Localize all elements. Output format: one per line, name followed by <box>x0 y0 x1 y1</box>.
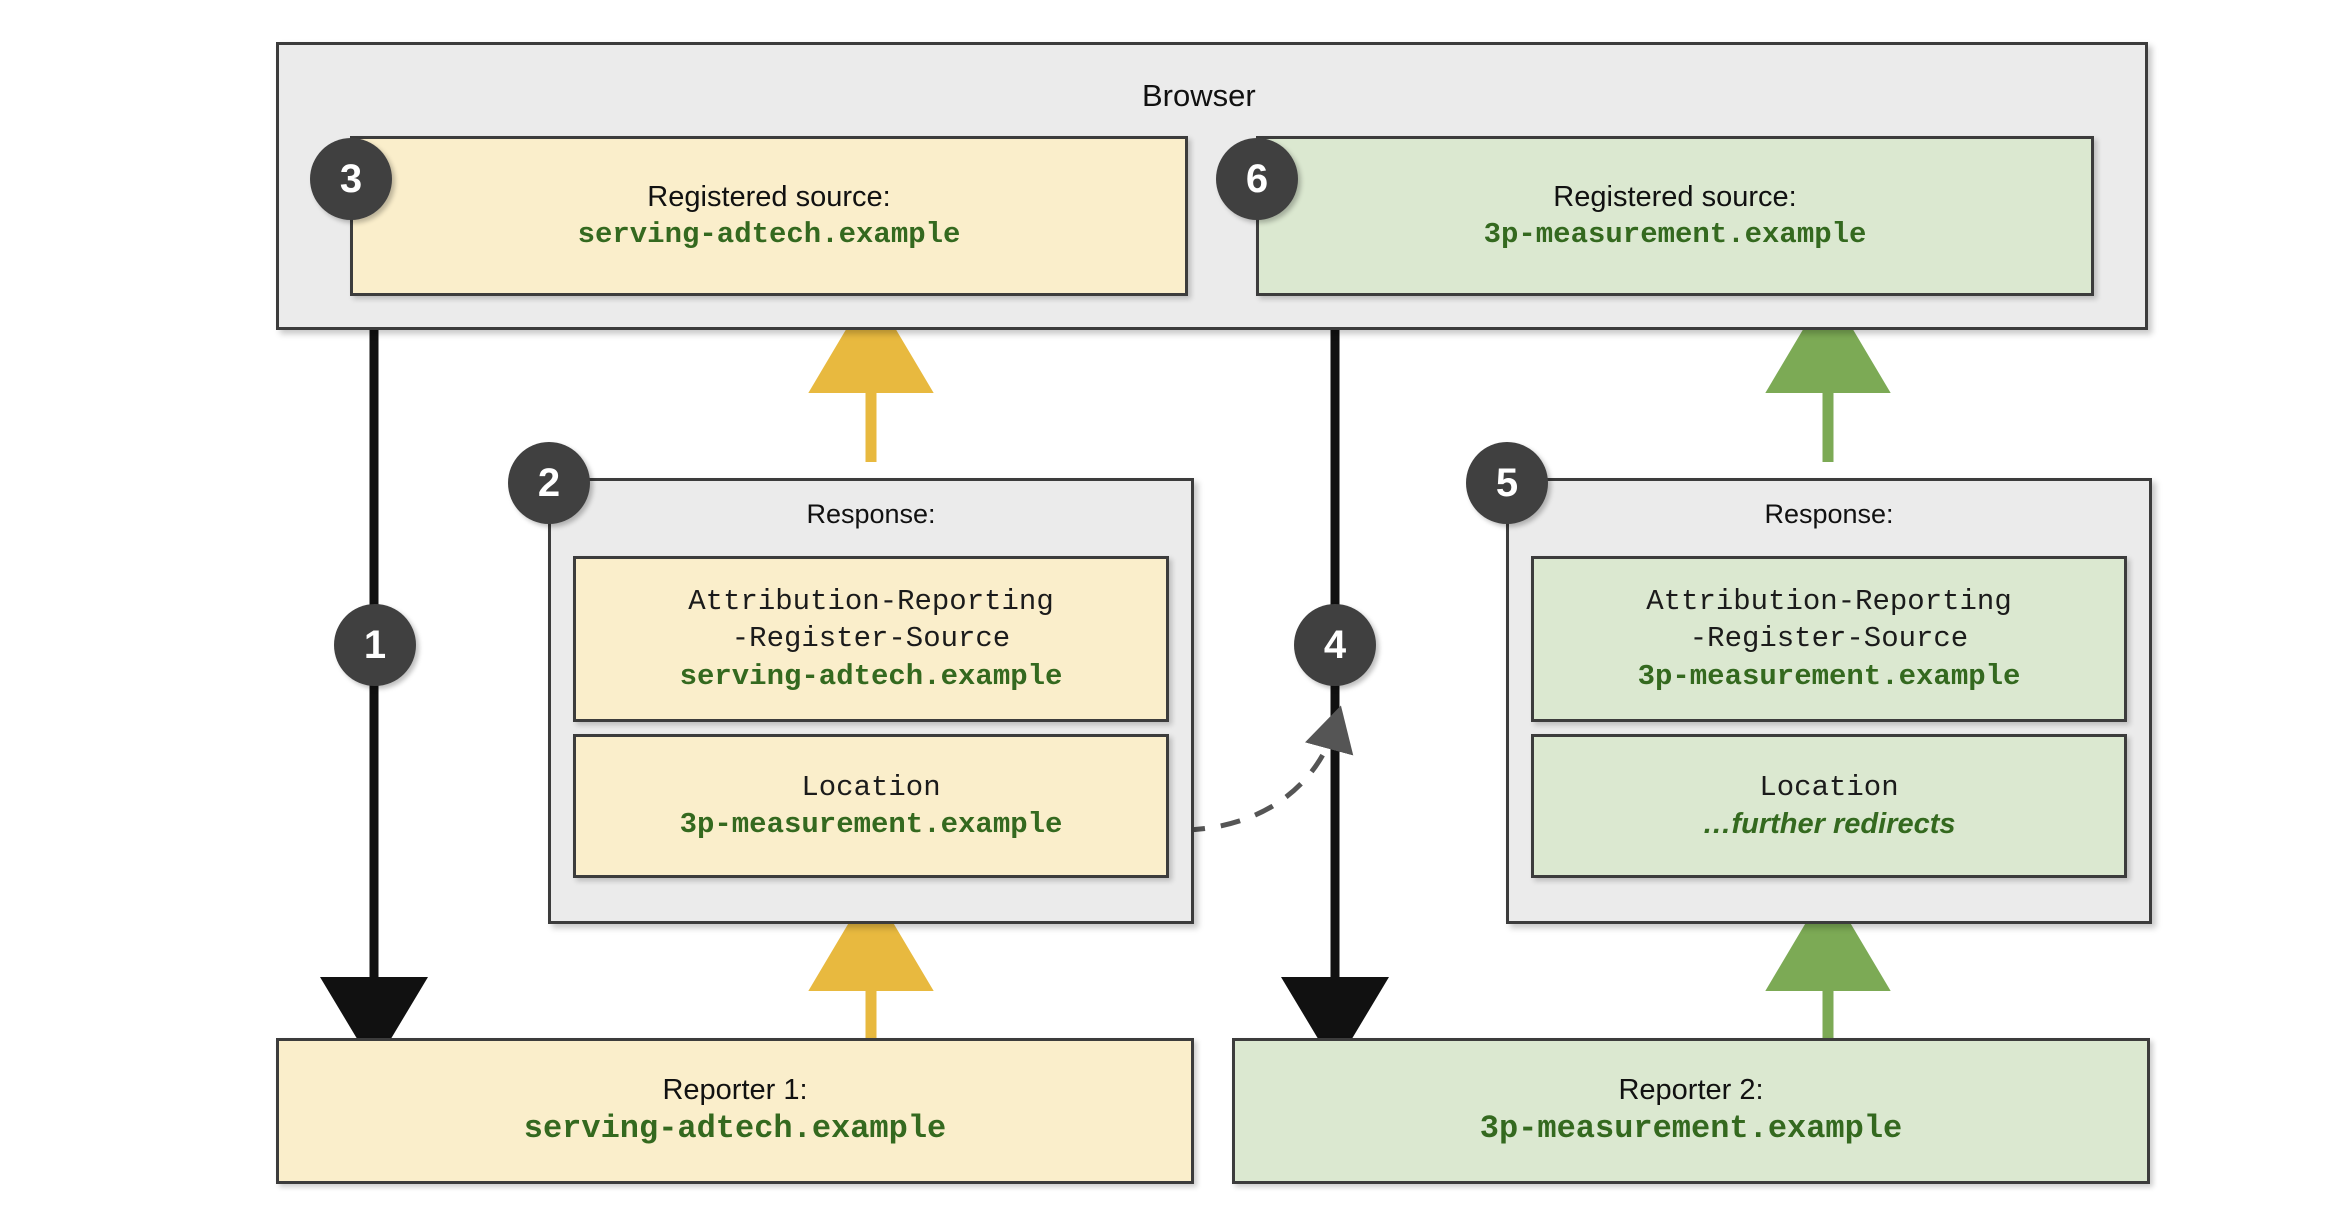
header-value: serving-adtech.example <box>679 659 1063 693</box>
response-title-2: Response: <box>1764 499 1894 529</box>
step-badge-1: 1 <box>334 604 416 686</box>
step-badge-6: 6 <box>1216 138 1298 220</box>
registered-source-value-1: serving-adtech.example <box>577 217 961 251</box>
header-name-line1: Attribution-Reporting <box>1646 585 2012 619</box>
registered-source-label-2: Registered source: <box>1553 181 1797 214</box>
step-badge-5: 5 <box>1466 442 1548 524</box>
response-2-header-location: Location …further redirects <box>1531 734 2127 878</box>
step-badge-4: 4 <box>1294 604 1376 686</box>
registered-source-box-1: Registered source: serving-adtech.exampl… <box>350 136 1188 296</box>
header-name-line1: Location <box>801 770 941 804</box>
reporter-box-1: Reporter 1: serving-adtech.example <box>276 1038 1194 1184</box>
browser-title: Browser <box>1142 78 1256 113</box>
header-name-line1: Location <box>1759 770 1899 804</box>
step-badge-2: 2 <box>508 442 590 524</box>
registered-source-label-1: Registered source: <box>647 181 891 214</box>
response-title-1: Response: <box>806 499 936 529</box>
header-name-line2: -Register-Source <box>731 622 1011 656</box>
reporter-value-2: 3p-measurement.example <box>1479 1109 1903 1147</box>
response-2-header-register-source: Attribution-Reporting -Register-Source 3… <box>1531 556 2127 722</box>
step-badge-3: 3 <box>310 138 392 220</box>
reporter-value-1: serving-adtech.example <box>523 1109 947 1147</box>
reporter-label-1: Reporter 1: <box>662 1074 808 1107</box>
header-name-line1: Attribution-Reporting <box>688 585 1054 619</box>
header-name-line2: -Register-Source <box>1689 622 1969 656</box>
registered-source-box-2: Registered source: 3p-measurement.exampl… <box>1256 136 2094 296</box>
response-1-header-location: Location 3p-measurement.example <box>573 734 1169 878</box>
response-1-header-register-source: Attribution-Reporting -Register-Source s… <box>573 556 1169 722</box>
reporter-label-2: Reporter 2: <box>1618 1074 1764 1107</box>
header-value: 3p-measurement.example <box>1637 659 2021 693</box>
header-value: 3p-measurement.example <box>679 808 1063 841</box>
header-value: …further redirects <box>1702 808 1956 840</box>
redirect-dashed-connector <box>1184 705 1354 833</box>
registered-source-value-2: 3p-measurement.example <box>1483 217 1867 251</box>
reporter-box-2: Reporter 2: 3p-measurement.example <box>1232 1038 2150 1184</box>
